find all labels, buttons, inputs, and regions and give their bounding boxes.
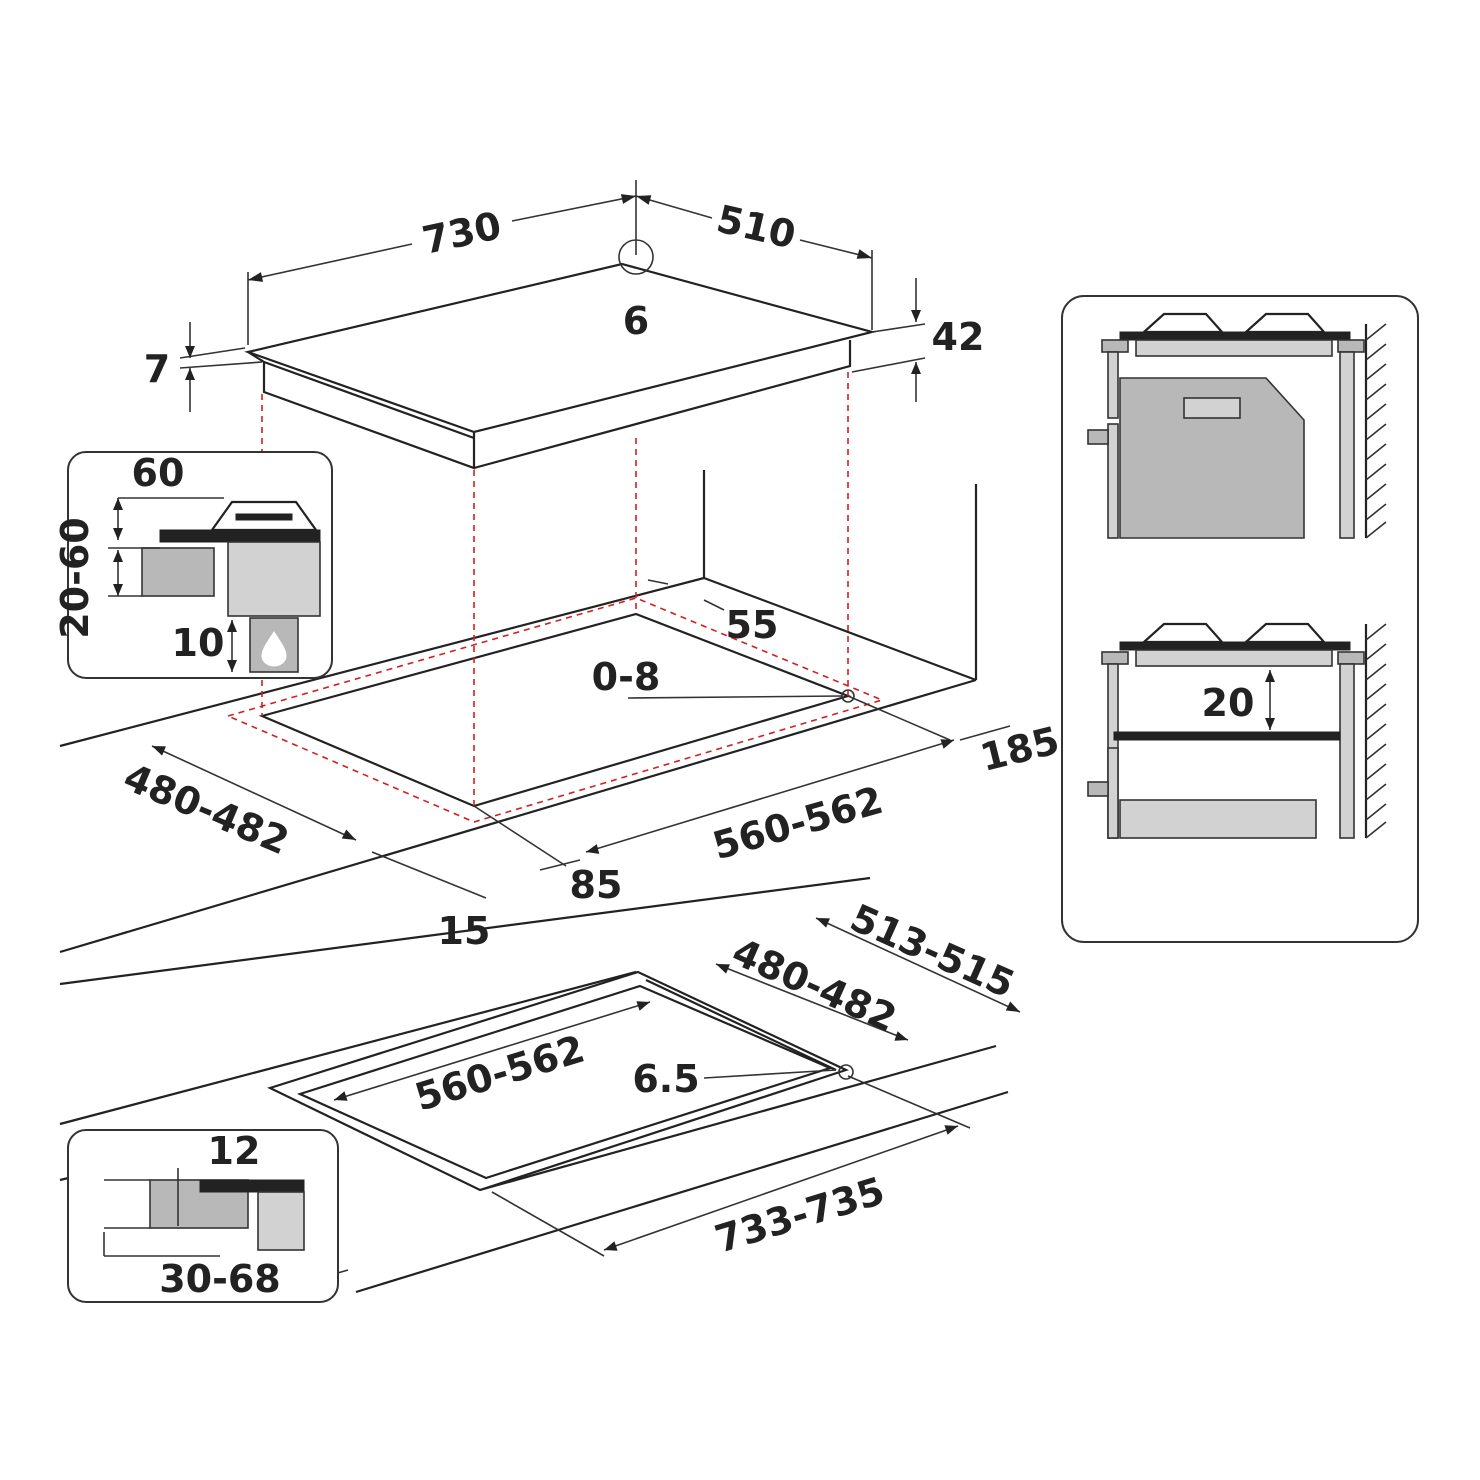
dim-20-oven: 20 bbox=[1202, 681, 1255, 725]
arrowhead bbox=[944, 1125, 958, 1135]
dim-55: 55 bbox=[726, 603, 779, 647]
dim-42: 42 bbox=[932, 315, 985, 359]
arrowhead bbox=[1265, 670, 1275, 682]
inset-rebate-detail bbox=[67, 1129, 339, 1303]
arrowhead bbox=[620, 194, 636, 204]
arrowhead bbox=[152, 746, 166, 756]
dim-30-68: 30-68 bbox=[159, 1257, 281, 1301]
dim-560-562-flush: 560-562 bbox=[410, 1027, 590, 1120]
dim-20-60: 20-60 bbox=[53, 517, 97, 639]
gas-flame-icon bbox=[261, 631, 287, 667]
arrowhead bbox=[911, 310, 921, 322]
dim-85: 85 bbox=[570, 863, 623, 907]
dim-510: 510 bbox=[713, 197, 800, 258]
dim-733-735: 733-735 bbox=[710, 1169, 890, 1262]
arrowhead bbox=[856, 249, 872, 259]
arrowhead bbox=[185, 368, 195, 380]
dim-730: 730 bbox=[418, 203, 505, 263]
arrowhead bbox=[113, 528, 123, 540]
arrowhead bbox=[894, 1031, 908, 1041]
arrowhead bbox=[113, 584, 123, 596]
arrowhead bbox=[113, 550, 123, 562]
dimension-arrows bbox=[113, 194, 1275, 1251]
worktop-cutout-view bbox=[59, 372, 1011, 954]
top-dimension-lines bbox=[179, 180, 926, 412]
arrowhead bbox=[816, 918, 830, 928]
arrowhead bbox=[334, 1091, 348, 1101]
dim-185: 185 bbox=[976, 718, 1064, 780]
dim-12: 12 bbox=[208, 1129, 261, 1173]
arrowhead bbox=[940, 739, 954, 749]
arrowhead bbox=[227, 620, 237, 632]
dim-0-8: 0-8 bbox=[592, 655, 661, 699]
arrowhead bbox=[911, 362, 921, 374]
wall-hatch-icon bbox=[1365, 323, 1387, 839]
dim-6-5: 6.5 bbox=[632, 1057, 699, 1101]
arrowhead bbox=[636, 195, 652, 205]
arrowhead bbox=[1005, 1001, 1020, 1012]
arrowhead bbox=[113, 498, 123, 510]
arrowhead bbox=[716, 964, 730, 974]
dim-560-562-cut: 560-562 bbox=[708, 778, 888, 868]
dim-6: 6 bbox=[623, 299, 649, 343]
arrowhead bbox=[586, 844, 600, 854]
inset-oven-clearance bbox=[1061, 295, 1419, 943]
dim-60: 60 bbox=[132, 451, 185, 495]
arrowhead bbox=[248, 272, 264, 282]
inset-burner-detail bbox=[67, 451, 333, 679]
dim-10: 10 bbox=[172, 621, 225, 665]
arrowhead bbox=[636, 1001, 650, 1011]
dim-7: 7 bbox=[144, 347, 170, 391]
arrowhead bbox=[227, 660, 237, 672]
arrowhead bbox=[1265, 718, 1275, 730]
hob-perspective bbox=[244, 239, 877, 470]
arrowhead bbox=[604, 1241, 618, 1251]
arrowhead bbox=[185, 346, 195, 358]
arrowhead bbox=[341, 829, 356, 840]
